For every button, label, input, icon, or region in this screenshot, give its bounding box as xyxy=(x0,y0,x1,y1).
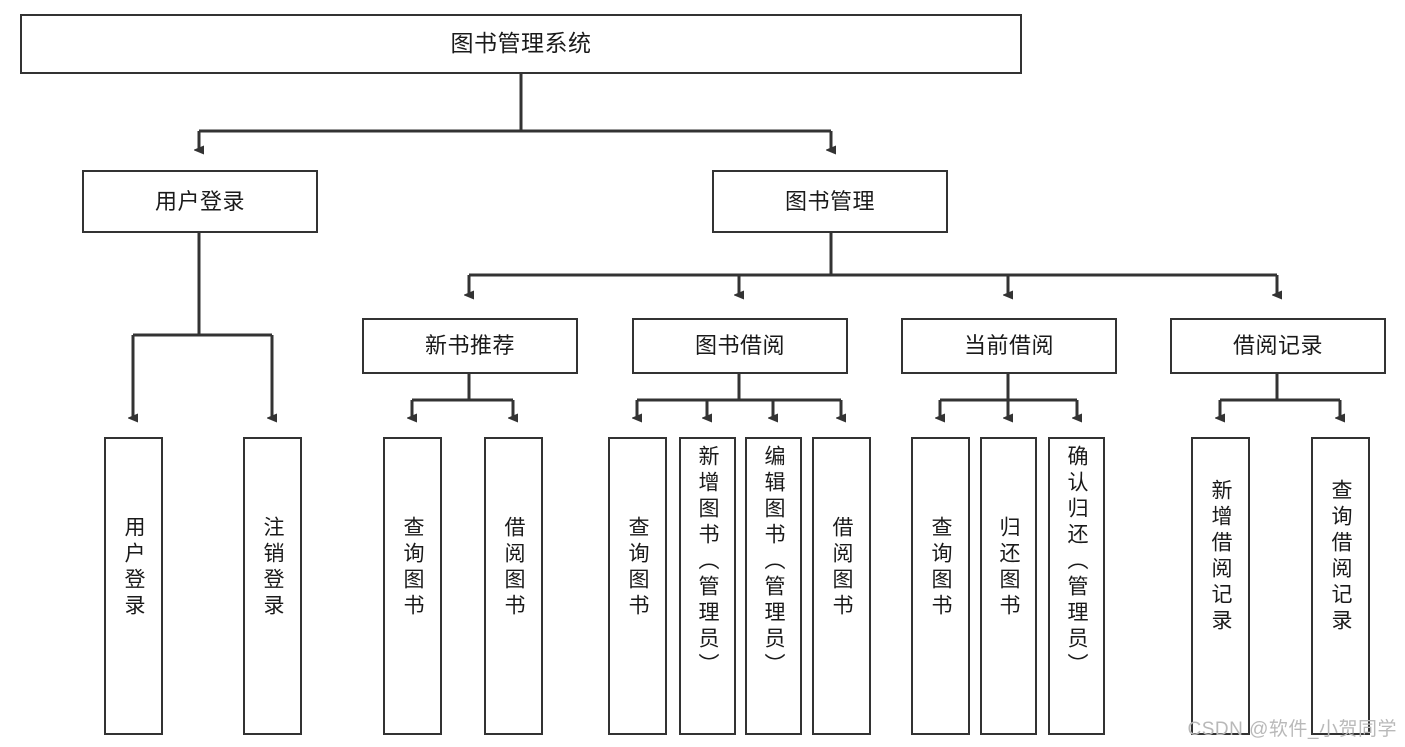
node-label: 查询图书 xyxy=(401,516,424,620)
node-label: 查询借阅记录 xyxy=(1329,479,1352,635)
node-leaf-borrow-books-2[interactable]: 借阅图书 xyxy=(812,437,871,735)
node-label: 查询图书 xyxy=(626,516,649,620)
node-leaf-add-book-admin[interactable]: 新增图书（管理员） xyxy=(679,437,736,735)
node-leaf-query-borrow-record[interactable]: 查询借阅记录 xyxy=(1311,437,1370,735)
node-label: 归还图书 xyxy=(997,516,1020,620)
node-label: 注销登录 xyxy=(261,516,284,620)
node-book-management[interactable]: 图书管理 xyxy=(712,170,948,233)
node-leaf-borrow-books-1[interactable]: 借阅图书 xyxy=(484,437,543,735)
node-leaf-add-borrow-record[interactable]: 新增借阅记录 xyxy=(1191,437,1250,735)
node-label: 借阅记录 xyxy=(1232,333,1323,359)
node-label: 当前借阅 xyxy=(963,333,1054,359)
node-label: 图书借阅 xyxy=(694,333,785,359)
node-label: 图书管理系统 xyxy=(450,30,592,57)
node-leaf-return-books[interactable]: 归还图书 xyxy=(980,437,1037,735)
node-root-book-management-system[interactable]: 图书管理系统 xyxy=(20,14,1022,74)
node-new-book-recommendation[interactable]: 新书推荐 xyxy=(362,318,578,374)
node-leaf-confirm-return-admin[interactable]: 确认归还（管理员） xyxy=(1048,437,1105,735)
watermark-csdn: CSDN @软件_小贺同学 xyxy=(1187,719,1397,740)
node-label: 新增图书（管理员） xyxy=(696,445,719,679)
node-label: 借阅图书 xyxy=(502,516,525,620)
node-book-borrowing[interactable]: 图书借阅 xyxy=(632,318,848,374)
node-label: 查询图书 xyxy=(929,516,952,620)
node-label: 用户登录 xyxy=(154,188,245,214)
node-user-login[interactable]: 用户登录 xyxy=(82,170,318,233)
node-borrowing-records[interactable]: 借阅记录 xyxy=(1170,318,1386,374)
node-leaf-query-books-1[interactable]: 查询图书 xyxy=(383,437,442,735)
node-leaf-user-login[interactable]: 用户登录 xyxy=(104,437,163,735)
node-label: 用户登录 xyxy=(122,516,145,620)
node-leaf-edit-book-admin[interactable]: 编辑图书（管理员） xyxy=(745,437,802,735)
node-leaf-query-books-2[interactable]: 查询图书 xyxy=(608,437,667,735)
node-label: 图书管理 xyxy=(784,188,875,214)
node-label: 新增借阅记录 xyxy=(1209,479,1232,635)
node-label: 确认归还（管理员） xyxy=(1065,445,1088,679)
node-current-borrowing[interactable]: 当前借阅 xyxy=(901,318,1117,374)
node-leaf-logout[interactable]: 注销登录 xyxy=(243,437,302,735)
node-label: 借阅图书 xyxy=(830,516,853,620)
node-leaf-query-books-3[interactable]: 查询图书 xyxy=(911,437,970,735)
node-label: 编辑图书（管理员） xyxy=(762,445,785,679)
node-label: 新书推荐 xyxy=(424,333,515,359)
